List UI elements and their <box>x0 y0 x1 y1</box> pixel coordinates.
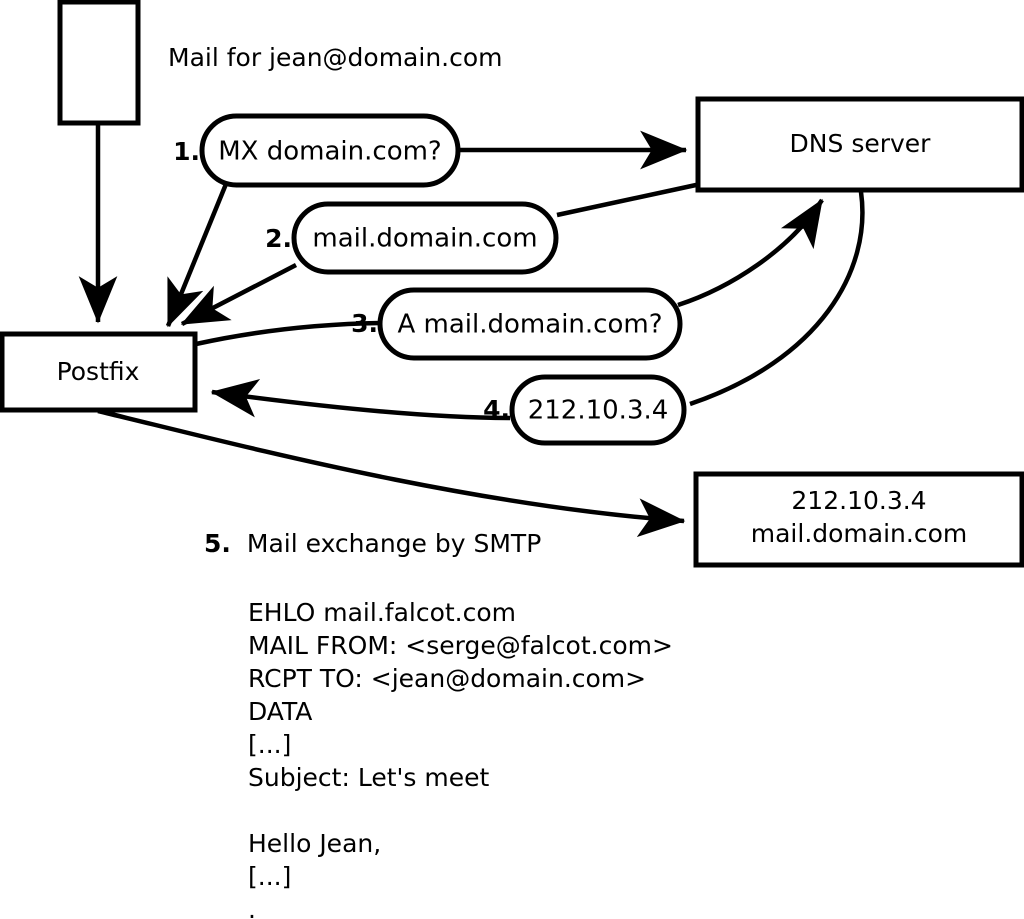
transcript-blank-line <box>248 796 673 829</box>
transcript-line: DATA <box>248 697 313 726</box>
step-5-label: Mail exchange by SMTP <box>246 529 542 558</box>
node-mailserver-ip: 212.10.3.4 <box>791 486 926 515</box>
step-5-row: 5. Mail exchange by SMTP <box>204 529 541 558</box>
step-number-1: 1. <box>173 137 200 166</box>
bubble-step-2 <box>291 201 559 275</box>
connector-postfix-to-step3 <box>195 320 381 347</box>
step-number-4: 4. <box>483 395 510 424</box>
bubble-step-1 <box>199 113 461 188</box>
node-mailserver-box <box>693 471 1024 568</box>
transcript-line: . <box>248 895 256 919</box>
transcript-line: Hello Jean, <box>248 829 382 858</box>
node-dns-label: DNS server <box>790 129 932 158</box>
transcript-line: [...] <box>248 862 292 891</box>
node-postfix-box <box>0 331 198 413</box>
step-number-2: 2. <box>265 224 292 253</box>
step-number-3: 3. <box>351 309 378 338</box>
bubble-step-1-label: MX domain.com? <box>218 137 441 167</box>
node-client-box <box>57 0 141 126</box>
connector-step3-to-dns <box>677 198 824 308</box>
node-postfix-label: Postfix <box>57 357 140 386</box>
bubble-step-3-label: A mail.domain.com? <box>398 310 663 340</box>
transcript-line: RCPT TO: <jean@domain.com> <box>248 664 647 693</box>
transcript-line: Subject: Let's meet <box>248 763 490 792</box>
connector-dns-to-step2 <box>556 182 697 218</box>
node-mailserver-host: mail.domain.com <box>751 519 967 548</box>
transcript-line: EHLO mail.falcot.com <box>248 598 517 627</box>
bubble-step-4-label: 212.10.3.4 <box>528 396 669 426</box>
node-dns-box <box>695 96 1024 193</box>
transcript-line: MAIL FROM: <serge@falcot.com> <box>248 631 673 660</box>
caption-mail-for: Mail for jean@domain.com <box>168 43 503 72</box>
connector-dns-to-step4 <box>689 191 865 407</box>
bubble-step-2-label: mail.domain.com <box>312 224 537 254</box>
transcript-line: [...] <box>248 730 292 759</box>
bubble-step-3 <box>377 287 683 361</box>
step-number-5: 5. <box>204 529 231 558</box>
connector-postfix-to-step1 <box>165 183 229 328</box>
connector-step2-to-postfix <box>180 263 298 326</box>
connector-step4-to-postfix <box>210 379 511 421</box>
connector-postfix-to-mailserver <box>97 408 686 538</box>
bubble-step-4 <box>509 374 687 446</box>
